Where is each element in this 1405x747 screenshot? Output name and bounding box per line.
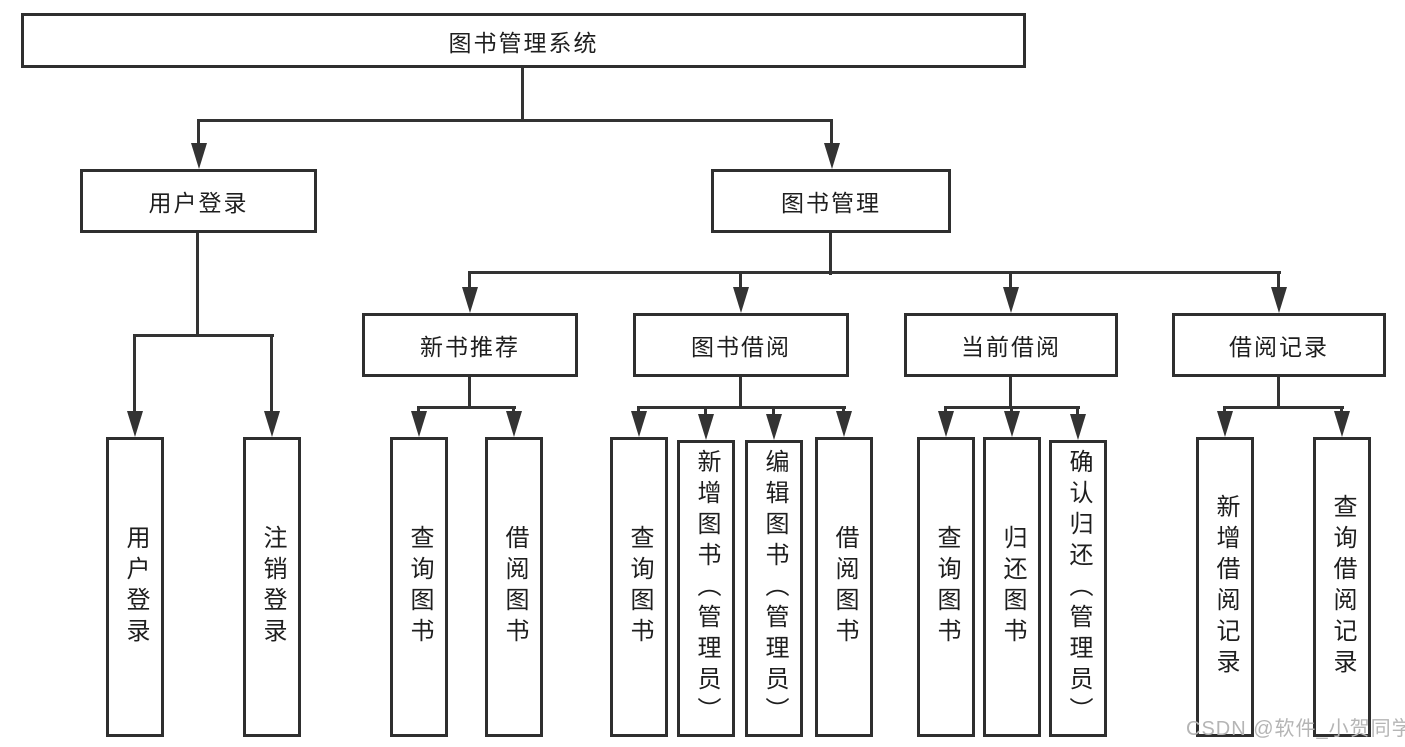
arrow-down-icon [462, 287, 478, 313]
leaf-label: 查询图书 [406, 525, 433, 649]
node-borrow-record: 借阅记录 [1172, 313, 1386, 377]
leaf-label: 借阅图书 [501, 525, 528, 649]
leaf-return-books: 归还图书 [983, 437, 1041, 737]
node-label: 图书管理 [781, 190, 881, 216]
leaf-query-books: 查询图书 [917, 437, 975, 737]
leaf-borrow-books: 借阅图书 [485, 437, 543, 737]
connector-borrow-record-stem [1277, 377, 1280, 409]
connector-drop-leaf [512, 406, 515, 414]
arrow-down-icon [733, 287, 749, 313]
connector-drop-leaf [944, 406, 947, 414]
node-label: 当前借阅 [961, 334, 1061, 360]
leaf-label: 确认归还（管理员） [1065, 449, 1092, 728]
connector-drop-leaf [133, 334, 136, 412]
watermark: CSDN @软件_小贺同学 [1186, 718, 1405, 740]
connector-book-borrow-stem [739, 377, 742, 409]
node-library-management-system: 图书管理系统 [21, 13, 1026, 68]
node-label: 新书推荐 [420, 334, 520, 360]
connector-root-stem [521, 68, 524, 122]
leaf-label: 查询图书 [933, 525, 960, 649]
connector-drop-leaf [772, 406, 775, 414]
connector-user-login-crossbar [133, 334, 274, 337]
node-new-book-recommend: 新书推荐 [362, 313, 578, 377]
node-label: 图书借阅 [691, 334, 791, 360]
leaf-label: 用户登录 [122, 525, 149, 649]
arrow-down-icon [1003, 287, 1019, 313]
connector-book-mgmt-crossbar [468, 271, 1281, 274]
arrow-down-icon [506, 411, 522, 437]
leaf-borrow-books: 借阅图书 [815, 437, 873, 737]
arrow-down-icon [766, 414, 782, 440]
connector-drop-leaf [1223, 406, 1226, 414]
connector-drop-level3 [1009, 271, 1012, 289]
leaf-label: 注销登录 [259, 525, 286, 649]
arrow-down-icon [191, 143, 207, 169]
node-book-management: 图书管理 [711, 169, 951, 233]
connector-root-crossbar [197, 119, 833, 122]
node-user-login: 用户登录 [80, 169, 317, 233]
node-label: 借阅记录 [1229, 334, 1329, 360]
leaf-add-books-admin: 新增图书（管理员） [677, 440, 735, 737]
leaf-label: 编辑图书（管理员） [761, 449, 788, 728]
node-book-borrow: 图书借阅 [633, 313, 849, 377]
connector-drop-book-management [830, 119, 833, 149]
leaf-label: 借阅图书 [831, 525, 858, 649]
node-current-borrow: 当前借阅 [904, 313, 1118, 377]
leaf-logout: 注销登录 [243, 437, 301, 737]
leaf-label: 归还图书 [999, 525, 1026, 649]
arrow-down-icon [1334, 411, 1350, 437]
arrow-down-icon [264, 411, 280, 437]
connector-book-borrow-crossbar [637, 406, 846, 409]
node-label: 用户登录 [148, 190, 249, 216]
connector-borrow-record-crossbar [1223, 406, 1344, 409]
connector-new-book-crossbar [417, 406, 516, 409]
leaf-label: 新增图书（管理员） [693, 449, 720, 728]
leaf-confirm-return-admin: 确认归还（管理员） [1049, 440, 1107, 737]
node-label: 图书管理系统 [448, 29, 599, 56]
arrow-down-icon [1004, 411, 1020, 437]
leaf-label: 查询借阅记录 [1329, 494, 1356, 680]
arrow-down-icon [1070, 414, 1086, 440]
arrow-down-icon [698, 414, 714, 440]
leaf-label: 新增借阅记录 [1212, 494, 1239, 680]
leaf-user-login: 用户登录 [106, 437, 164, 737]
connector-drop-leaf [637, 406, 640, 414]
connector-new-book-stem [468, 377, 471, 409]
leaf-query-books: 查询图书 [390, 437, 448, 737]
connector-book-mgmt-stem [829, 233, 832, 275]
connector-drop-leaf [1340, 406, 1343, 414]
connector-drop-level3 [739, 271, 742, 289]
leaf-add-borrow-record: 新增借阅记录 [1196, 437, 1254, 737]
leaf-edit-books-admin: 编辑图书（管理员） [745, 440, 803, 737]
arrow-down-icon [836, 411, 852, 437]
arrow-down-icon [938, 411, 954, 437]
arrow-down-icon [411, 411, 427, 437]
connector-user-login-stem [196, 233, 199, 337]
arrow-down-icon [631, 411, 647, 437]
connector-current-borrow-stem [1009, 377, 1012, 409]
leaf-query-borrow-record: 查询借阅记录 [1313, 437, 1371, 737]
arrow-down-icon [1217, 411, 1233, 437]
connector-drop-level3 [468, 271, 471, 289]
arrow-down-icon [1271, 287, 1287, 313]
connector-drop-level3 [1277, 271, 1280, 289]
leaf-label: 查询图书 [626, 525, 653, 649]
connector-drop-leaf [704, 406, 707, 414]
connector-drop-leaf [1076, 406, 1079, 414]
arrow-down-icon [824, 143, 840, 169]
connector-drop-leaf [270, 334, 273, 412]
connector-drop-leaf [842, 406, 845, 414]
leaf-query-books: 查询图书 [610, 437, 668, 737]
arrow-down-icon [127, 411, 143, 437]
connector-drop-user-login [197, 119, 200, 149]
connector-drop-leaf [1010, 406, 1013, 414]
connector-drop-leaf [417, 406, 420, 414]
